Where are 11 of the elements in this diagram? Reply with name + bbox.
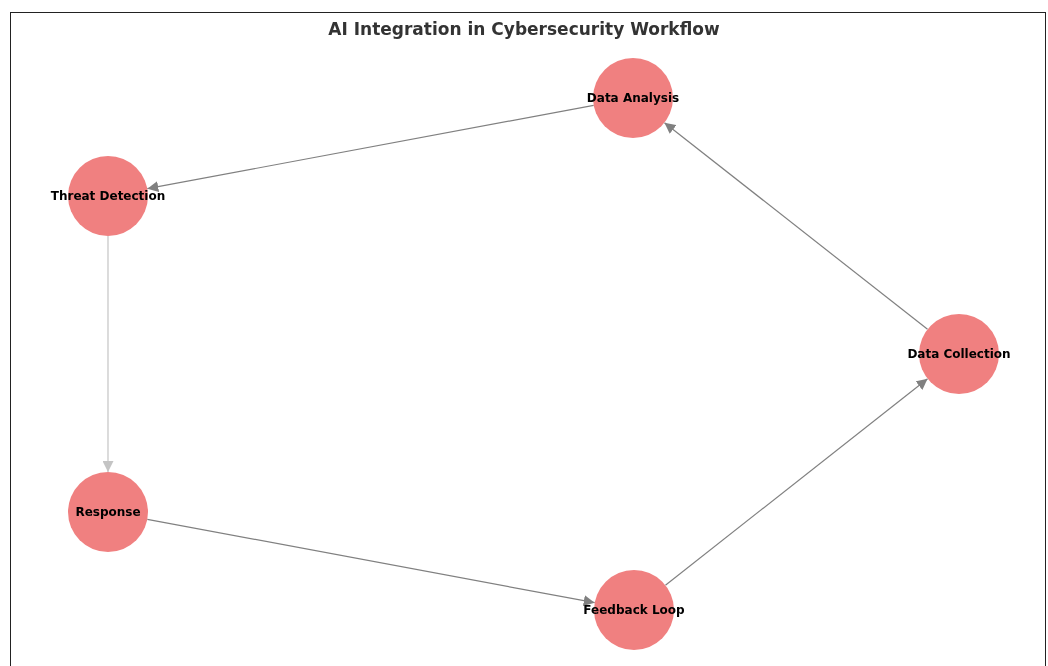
arrow [146, 104, 595, 193]
arrow [664, 378, 929, 586]
arrow [102, 235, 114, 473]
node-label: Data Collection [907, 347, 1011, 361]
node-label: Response [75, 505, 141, 519]
node-label: Data Analysis [586, 91, 680, 105]
node-label: Threat Detection [50, 189, 166, 203]
arrow [663, 122, 929, 330]
node-label: Feedback Loop [583, 603, 685, 617]
diagram-title: AI Integration in Cybersecurity Workflow [328, 19, 720, 39]
arrow [146, 518, 596, 607]
